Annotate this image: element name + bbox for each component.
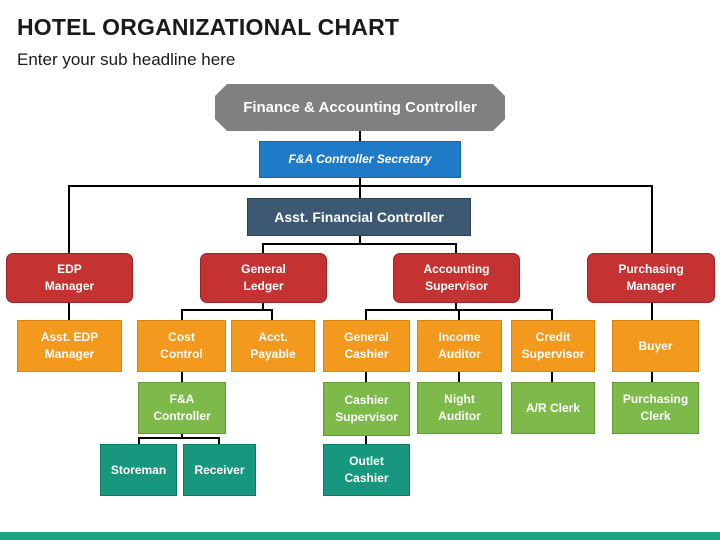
node-cost-control: Cost Control: [137, 320, 226, 372]
node-edp-manager: EDP Manager: [6, 253, 133, 303]
node-asst-edp-manager: Asst. EDP Manager: [17, 320, 122, 372]
node-receiver: Receiver: [183, 444, 256, 496]
node-buyer: Buyer: [612, 320, 699, 372]
node-fa-controller-secretary: F&A Controller Secretary: [259, 141, 461, 178]
node-general-cashier: General Cashier: [323, 320, 410, 372]
node-night-auditor: Night Auditor: [417, 382, 502, 434]
footer-accent-bar: [0, 532, 720, 540]
node-storeman: Storeman: [100, 444, 177, 496]
node-purchasing-clerk: Purchasing Clerk: [612, 382, 699, 434]
page-subtitle: Enter your sub headline here: [17, 50, 236, 69]
node-credit-supervisor: Credit Supervisor: [511, 320, 595, 372]
node-purchasing-manager: Purchasing Manager: [587, 253, 715, 303]
node-cashier-supervisor: Cashier Supervisor: [323, 382, 410, 436]
node-ar-clerk: A/R Clerk: [511, 382, 595, 434]
node-asst-financial-controller: Asst. Financial Controller: [247, 198, 471, 236]
node-outlet-cashier: Outlet Cashier: [323, 444, 410, 496]
node-fa-controller: F&A Controller: [138, 382, 226, 434]
node-income-auditor: Income Auditor: [417, 320, 502, 372]
node-finance-accounting-controller: Finance & Accounting Controller: [215, 84, 505, 131]
node-accounting-supervisor: Accounting Supervisor: [393, 253, 520, 303]
node-acct-payable: Acct. Payable: [231, 320, 315, 372]
page-title: HOTEL ORGANIZATIONAL CHART: [17, 14, 400, 40]
node-general-ledger: General Ledger: [200, 253, 327, 303]
